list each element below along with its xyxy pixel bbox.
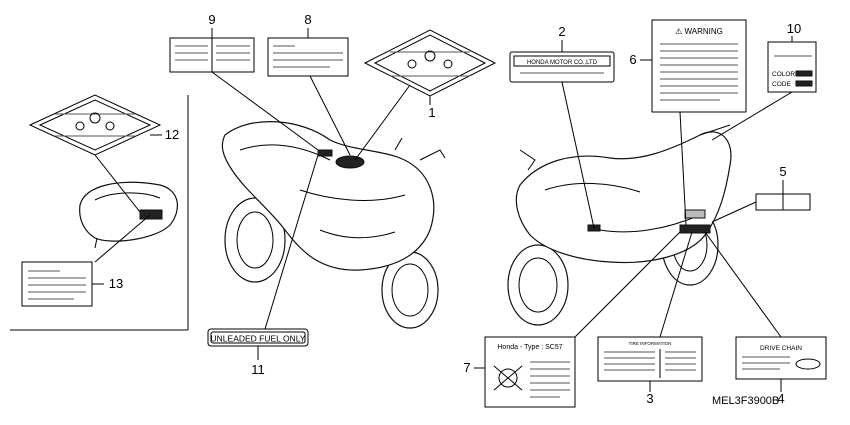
callout-2: 2 (558, 24, 565, 39)
callout-13: 13 (109, 276, 123, 291)
label-7-type-info: Honda - Type : SC57 (484, 336, 576, 408)
unleaded-fuel-label: UNLEADED FUEL ONLY (211, 334, 306, 344)
callout-3: 3 (646, 391, 653, 406)
label-3-tire-info: TIRE INFORMATION (597, 336, 703, 382)
tire-info-label: TIRE INFORMATION (629, 341, 672, 346)
label-9-card (169, 37, 255, 73)
leader-lines (92, 28, 793, 392)
inset-divider (10, 95, 189, 331)
label-1-emblem (363, 29, 497, 97)
color-label: COLOR (772, 71, 795, 78)
fuel-tank-illustration (79, 181, 178, 249)
callout-6: 6 (629, 52, 636, 67)
callout-9: 9 (208, 12, 215, 27)
label-4-drive-chain: DRIVE CHAIN (735, 336, 827, 380)
label-10-color-code: COLOR CODE (767, 41, 817, 93)
honda-type-label: Honda - Type : SC57 (497, 344, 562, 351)
callout-numbers: 1 2 3 4 5 6 7 8 9 10 11 12 13 (109, 12, 801, 406)
code-label: CODE (772, 81, 791, 88)
label-8-card (267, 37, 349, 77)
callout-1: 1 (428, 105, 435, 120)
callout-11: 11 (251, 362, 265, 377)
callout-7: 7 (463, 360, 470, 375)
honda-motor-label: HONDA MOTOR CO.,LTD (527, 60, 598, 66)
label-12-emblem (28, 94, 162, 156)
callout-5: 5 (779, 164, 786, 179)
warning-label: ⚠ WARNING (675, 27, 723, 36)
motorcycle-right-view (507, 124, 732, 326)
label-5-card (755, 193, 811, 211)
callout-8: 8 (304, 12, 311, 27)
callout-10: 10 (787, 21, 801, 36)
label-6-warning: ⚠ WARNING (651, 19, 747, 113)
label-11-unleaded: UNLEADED FUEL ONLY (207, 328, 309, 347)
label-2-manufacturer: HONDA MOTOR CO.,LTD (509, 51, 615, 83)
motorcycle-left-view (221, 121, 446, 329)
diagram-code: MEL3F3900B (712, 395, 779, 407)
drive-chain-label: DRIVE CHAIN (760, 345, 802, 352)
callout-4: 4 (777, 391, 784, 406)
label-13-card (21, 261, 93, 307)
callout-12: 12 (165, 127, 179, 142)
